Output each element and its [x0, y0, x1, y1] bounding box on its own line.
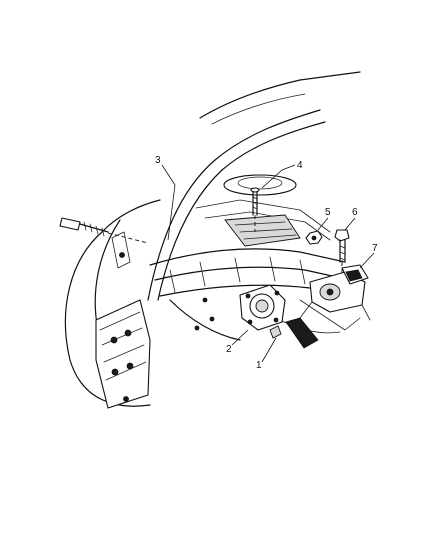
callout-1: 1	[256, 360, 262, 371]
strut-tower	[147, 71, 361, 301]
bolt-part-4	[250, 187, 260, 232]
callout-2: 2	[226, 344, 232, 355]
callout-7: 7	[372, 243, 378, 254]
engine-mount-left	[239, 284, 286, 331]
leader-lines	[161, 164, 375, 363]
transmission-mount	[299, 264, 371, 321]
callout-5: 5	[325, 207, 331, 218]
fender-panel	[64, 199, 161, 409]
nut-part-5	[305, 230, 323, 245]
bolt-part-3	[59, 217, 149, 244]
callout-6: 6	[352, 207, 358, 218]
callout-labels: 3 4 5 6 7 2 1	[155, 155, 378, 371]
bolt-part-1	[269, 317, 319, 349]
frame-rail	[149, 248, 361, 341]
callout-4: 4	[297, 160, 303, 171]
callout-3: 3	[155, 155, 161, 166]
